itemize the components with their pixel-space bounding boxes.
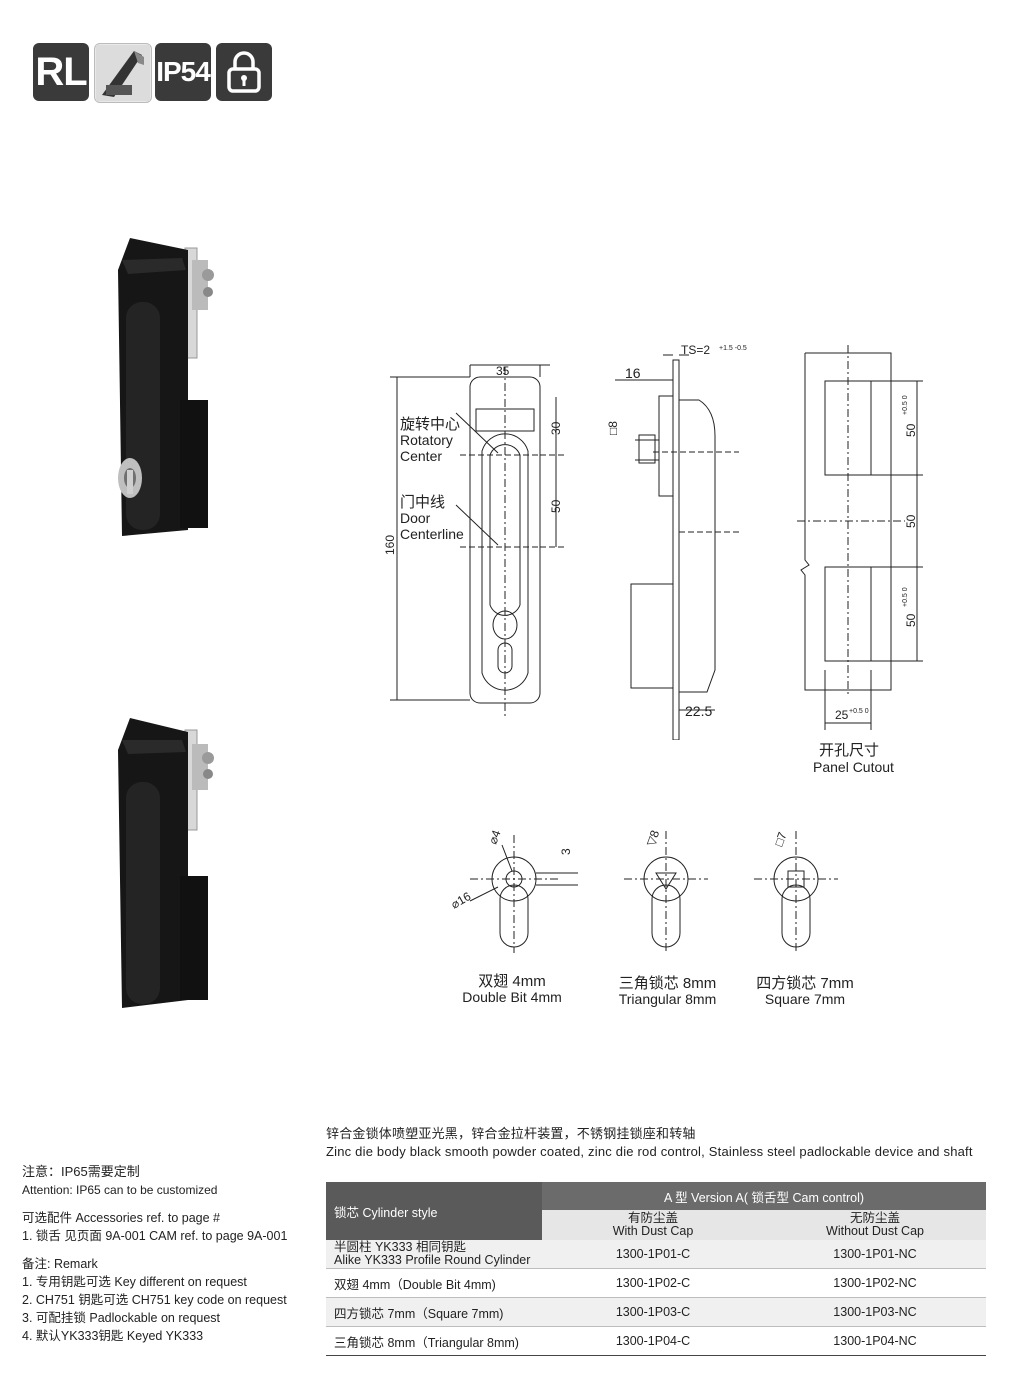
spec-table: 锁芯 Cylinder style A 型 Version A( 锁舌型 Cam… [326,1182,986,1356]
ip54-badge: IP54 [155,43,211,101]
remark-item: 4. 默认YK333钥匙 Keyed YK333 [22,1329,204,1343]
cylinder-style-header: 锁芯 Cylinder style [326,1182,542,1240]
with-dust-cap-cn: 有防尘盖 [627,1211,678,1225]
dim-square-8: □8 [606,421,620,435]
product-photo-top [118,238,214,536]
table-row: 双翅 4mm（Double Bit 4mm) 1300-1P02-C 1300-… [326,1268,986,1298]
dim-width-35: 35 [496,364,510,378]
row-with-code: 1300-1P01-C [542,1240,764,1269]
table-row: 三角锁芯 8mm（Triangular 8mm) 1300-1P04-C 130… [326,1326,986,1356]
dim-cutout-h2-tol: +0.5 0 [902,587,909,607]
triangular-caption-cn: 三角锁芯 8mm [618,975,717,992]
row-with-code: 1300-1P03-C [542,1297,764,1327]
dim-ts: TS=2 [681,343,710,357]
dim-ts-tol: +1.5 -0.5 [719,345,747,352]
row-with-code: 1300-1P04-C [542,1326,764,1356]
row-without-code: 1300-1P02-NC [764,1268,986,1298]
square-cylinder-drawing: □7 [754,830,838,953]
row-style-cn: 半圆柱 YK333 相同钥匙 [334,1240,466,1254]
remark-title: 备注: Remark [22,1257,98,1271]
dim-cutout-mid: 50 [904,514,918,528]
row-style: 半圆柱 YK333 相同钥匙 Alike YK333 Profile Round… [326,1240,542,1269]
dim-cutout-h2: 50 [904,613,918,627]
without-dust-cap-header: 无防尘盖 Without Dust Cap [764,1210,986,1240]
dim-dia-4: ⌀4 [486,828,504,846]
product-photo-bottom [118,718,214,1008]
panel-cutout-cn: 开孔尺寸 [819,742,879,759]
padlock-icon [227,51,261,93]
row-without-code: 1300-1P03-NC [764,1297,986,1327]
dim-3: 3 [559,848,573,855]
double-bit-caption-cn: 双翅 4mm [478,973,546,990]
dim-cutout-h1: 50 [904,423,918,437]
dim-22-5: 22.5 [685,703,712,719]
door-centerline-cn: 门中线 [400,494,445,511]
table-row: 四方锁芯 7mm（Square 7mm) 1300-1P03-C 1300-1P… [326,1297,986,1327]
row-without-code: 1300-1P01-NC [764,1240,986,1269]
panel-cutout-en: Panel Cutout [813,759,894,775]
accessories-title: 可选配件 Accessories ref. to page # [22,1211,220,1225]
double-bit-caption-en: Double Bit 4mm [462,989,562,1005]
rotary-center-cn: 旋转中心 [400,416,460,433]
dim-cutout-h1-tol: +0.5 0 [902,395,909,415]
with-dust-cap-header: 有防尘盖 With Dust Cap [542,1210,764,1240]
description-cn: 锌合金锁体喷塑亚光黑，锌合金拉杆装置，不锈钢挂锁座和转轴 [326,1126,696,1141]
double-bit-cylinder-drawing: ⌀4 3 ⌀16 [449,828,578,953]
row-without-code: 1300-1P04-NC [764,1326,986,1356]
row-with-code: 1300-1P02-C [542,1268,764,1298]
dim-sq-7: □7 [772,830,790,848]
remark-item: 2. CH751 钥匙可选 CH751 key code on request [22,1293,287,1307]
table-row: 半圆柱 YK333 相同钥匙 Alike YK333 Profile Round… [326,1240,986,1269]
attention-en: Attention: IP65 can to be customized [22,1183,218,1197]
row-style: 四方锁芯 7mm（Square 7mm) [326,1297,542,1327]
handle-icon [96,45,150,101]
handle-icon-badge [94,43,152,103]
rl-badge: RL [33,43,89,101]
triangular-cylinder-drawing: ▽8 [624,828,708,953]
with-dust-cap-en: With Dust Cap [612,1224,694,1238]
row-style-en: Alike YK333 Profile Round Cylinder [334,1253,531,1267]
description-en: Zinc die body black smooth powder coated… [326,1144,973,1159]
dim-height-160: 160 [383,535,397,555]
dim-dia-16: ⌀16 [449,889,474,912]
dim-cutout-w: 25 [835,708,849,722]
padlock-badge [216,43,272,101]
remark-item: 3. 可配挂锁 Padlockable on request [22,1311,221,1325]
square-caption-en: Square 7mm [764,991,846,1007]
side-view-drawing: TS=2 +1.5 -0.5 16 □8 22.5 [606,343,747,740]
dim-upper-30: 30 [549,421,563,435]
front-view-drawing: 35 160 30 50 旋转中心 Rotatory Center 门中线 Do… [383,364,565,717]
dim-16: 16 [625,365,641,381]
remark-item: 1. 专用钥匙可选 Key different on request [22,1275,247,1289]
rotary-center-en2: Center [400,448,442,464]
without-dust-cap-cn: 无防尘盖 [849,1211,900,1225]
door-centerline-en2: Centerline [400,526,464,542]
dim-lower-50: 50 [549,499,563,513]
row-style: 双翅 4mm（Double Bit 4mm) [326,1268,542,1298]
row-style: 三角锁芯 8mm（Triangular 8mm) [326,1326,542,1356]
triangular-caption-en: Triangular 8mm [618,991,717,1007]
product-description: 锌合金锁体喷塑亚光黑，锌合金拉杆装置，不锈钢挂锁座和转轴 Zinc die bo… [326,1125,986,1161]
dim-tri-8: ▽8 [644,828,663,848]
accessories-item: 1. 锁舌 见页面 9A-001 CAM ref. to page 9A-001 [22,1229,288,1243]
notes-panel: 注意：IP65需要定制 Attention: IP65 can to be cu… [22,1163,322,1345]
door-centerline-en1: Door [400,510,431,526]
rotary-center-en1: Rotatory [400,432,453,448]
attention-cn: 注意：IP65需要定制 [22,1164,140,1179]
dim-cutout-w-tol: +0.5 0 [849,708,869,715]
version-a-header: A 型 Version A( 锁舌型 Cam control) [542,1182,986,1210]
panel-cutout-drawing: 50 +0.5 0 50 50 +0.5 0 25 +0.5 0 开孔尺寸 Pa… [797,345,923,775]
without-dust-cap-en: Without Dust Cap [826,1224,924,1238]
square-caption-cn: 四方锁芯 7mm [756,975,854,992]
